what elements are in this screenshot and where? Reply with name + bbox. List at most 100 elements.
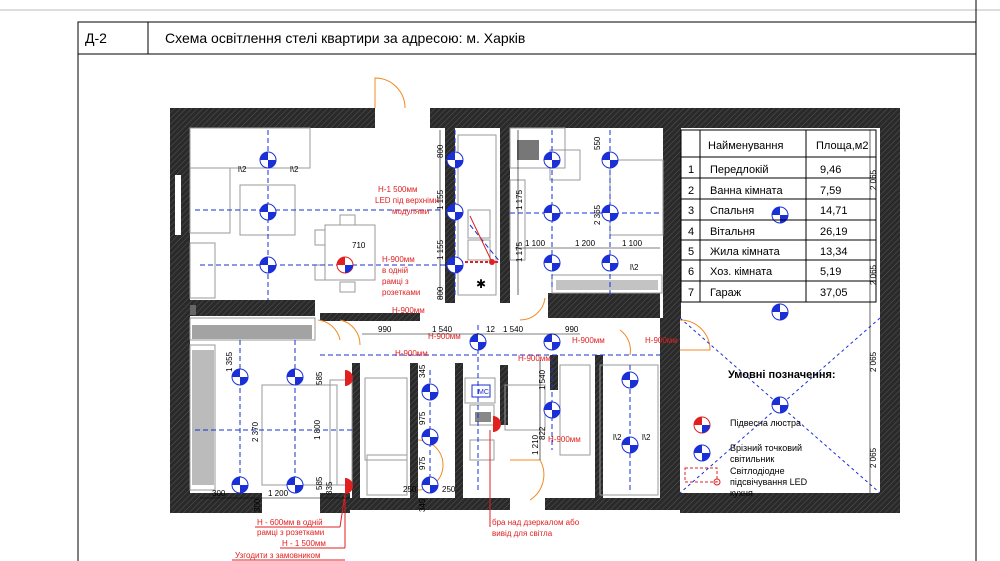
table-row-area: 37,05 bbox=[820, 287, 848, 299]
dimension: 2 065 bbox=[869, 447, 878, 468]
dimension: 1 155 bbox=[436, 189, 445, 210]
table-row-area: 26,19 bbox=[820, 226, 848, 238]
shelf-living bbox=[556, 280, 658, 290]
area-table bbox=[680, 129, 877, 303]
table-row-area: 7,59 bbox=[820, 185, 841, 197]
doors bbox=[317, 77, 711, 501]
table-row-name: Передлокій bbox=[710, 164, 769, 176]
sheet-title: Схема освітлення стелі квартири за адрес… bbox=[165, 30, 526, 46]
legend-spot-label: Врізний точковий світильник bbox=[730, 443, 803, 464]
table-row-name: Жила кімната bbox=[710, 246, 781, 258]
spot-light bbox=[259, 151, 277, 169]
note-led-3: модулями bbox=[392, 207, 429, 216]
note-led-1: Н-1 500мм bbox=[378, 185, 417, 194]
header-frame bbox=[77, 21, 977, 55]
dimension: 800 bbox=[436, 144, 445, 158]
dimension: 2 065 bbox=[869, 169, 878, 190]
dimension: 1 210 bbox=[531, 434, 540, 455]
legend-spot-label-wrap: Врізний точковий світильник bbox=[730, 443, 803, 464]
legend-spot-symbol bbox=[693, 444, 711, 462]
toilet-ensuite bbox=[475, 412, 491, 422]
note-h600-1: Н - 600мм в одній bbox=[257, 518, 323, 527]
spot-light bbox=[543, 151, 561, 169]
spot-light bbox=[286, 476, 304, 494]
note-led-2: LED під верхніми bbox=[375, 196, 439, 205]
dimension: 250 bbox=[442, 485, 456, 494]
table-row-name: Ванна кімната bbox=[710, 185, 783, 197]
table-row-name: Вітальня bbox=[710, 226, 755, 238]
table-row-area: 13,34 bbox=[820, 246, 848, 258]
legend-led-dot bbox=[713, 478, 721, 486]
note-sconce-2: вивід для світла bbox=[492, 529, 553, 538]
mc-label: МС bbox=[478, 389, 489, 396]
spot-light bbox=[231, 368, 249, 386]
table-row-num: 6 bbox=[688, 266, 694, 278]
table-row-num: 4 bbox=[688, 226, 694, 238]
spot-light bbox=[543, 401, 561, 419]
dimension: 2 365 bbox=[593, 204, 602, 225]
wardrobe-bedroom-side bbox=[192, 350, 214, 485]
kitchen-mark: ✱ bbox=[476, 277, 486, 291]
spot-light bbox=[601, 204, 619, 222]
legend-title: Умовні позначення: bbox=[728, 369, 836, 381]
dimension: 1 100 bbox=[622, 239, 643, 248]
table-row-num: 7 bbox=[688, 287, 694, 299]
dimension: l\2 bbox=[290, 165, 299, 174]
dimension: 1 800 bbox=[313, 419, 322, 440]
table-row-name: Гараж bbox=[710, 287, 742, 299]
note-h900: Н-900мм bbox=[428, 332, 461, 341]
dimension: 250 bbox=[403, 485, 417, 494]
spot-light bbox=[621, 371, 639, 389]
spot-light bbox=[446, 151, 464, 169]
table-row-num: 2 bbox=[688, 185, 694, 197]
dimension: l\2 bbox=[630, 263, 639, 272]
dimension: l\2 bbox=[642, 433, 651, 442]
dimension: 300 bbox=[212, 489, 226, 498]
spot-light bbox=[601, 254, 619, 272]
dimension: 800 bbox=[436, 286, 445, 300]
dimension: 2 370 bbox=[251, 421, 260, 442]
legend-led-symbol bbox=[684, 467, 718, 483]
table-row-num: 5 bbox=[688, 246, 694, 258]
note-h900: Н-900мм bbox=[395, 349, 428, 358]
spot-light bbox=[421, 428, 439, 446]
note-socket-lock: Узгодити з замовником bbox=[235, 551, 320, 560]
table-row-name: Спальня bbox=[710, 205, 754, 217]
spot-light bbox=[286, 368, 304, 386]
dimension: 822 bbox=[538, 426, 547, 440]
spot-light bbox=[621, 436, 639, 454]
dimension: 335 bbox=[325, 481, 334, 495]
table-row-area: 9,46 bbox=[820, 164, 841, 176]
spot-light bbox=[446, 203, 464, 221]
note-frame-3: рамці з bbox=[382, 277, 409, 286]
table-row-num: 1 bbox=[688, 164, 694, 176]
table-row-num: 3 bbox=[688, 205, 694, 217]
dimension: 990 bbox=[565, 325, 579, 334]
dimension: 585 bbox=[315, 371, 324, 385]
spot-light bbox=[601, 151, 619, 169]
armchair-living bbox=[517, 140, 539, 160]
table-row-area: 14,71 bbox=[820, 205, 848, 217]
table-row-area: 5,19 bbox=[820, 266, 841, 278]
dimension: 1 100 bbox=[525, 239, 546, 248]
dimension: 345 bbox=[418, 364, 427, 378]
table-header-area: Площа,м2 bbox=[816, 140, 868, 152]
spot-light bbox=[543, 333, 561, 351]
walls bbox=[170, 108, 900, 513]
spot-light bbox=[771, 206, 789, 224]
legend-pendant-symbol bbox=[693, 416, 711, 434]
legend-led-label-wrap: Світлодіодне підсвічування LED кухня bbox=[730, 466, 808, 498]
dimension: 1 155 bbox=[436, 239, 445, 260]
dimension: l\2 bbox=[613, 433, 622, 442]
table-row-name: Хоз. кімната bbox=[710, 266, 773, 278]
note-h900: Н-900мм bbox=[518, 354, 551, 363]
dimension: 1 200 bbox=[575, 239, 596, 248]
legend-pendant-label-wrap: Підвесна люстра bbox=[730, 418, 801, 428]
wardrobe-bedroom bbox=[192, 325, 312, 339]
dimension: 2 065 bbox=[869, 351, 878, 372]
dimension: 345 bbox=[418, 498, 427, 512]
spot-light bbox=[421, 476, 439, 494]
legend-led-label: Світлодіодне підсвічування LED кухня bbox=[730, 466, 808, 498]
